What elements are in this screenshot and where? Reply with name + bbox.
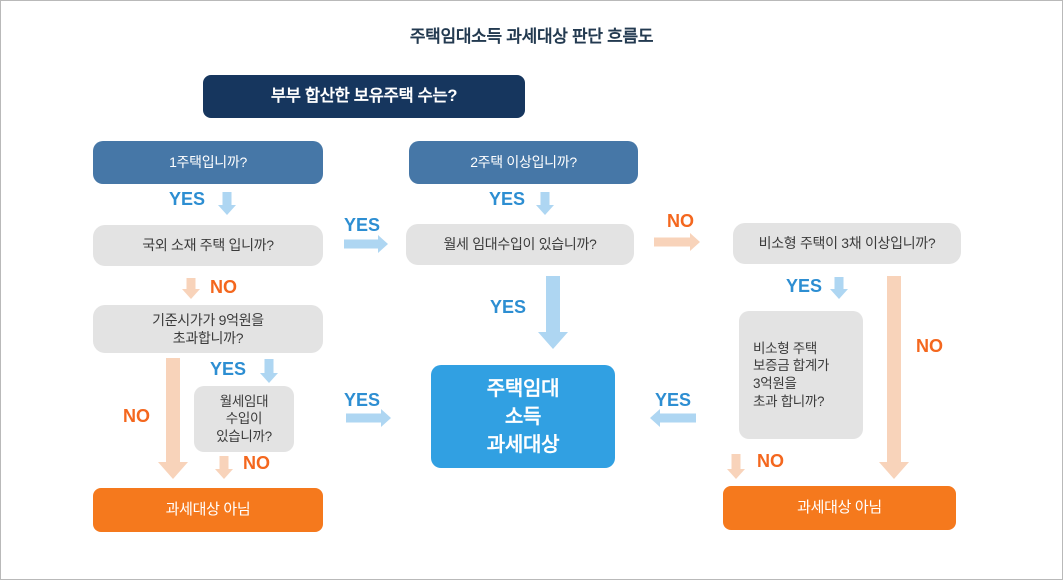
page-title: 주택임대소득 과세대상 판단 흐름도 xyxy=(409,27,654,46)
arrow-yes-monthly-rent-single-icon xyxy=(346,409,391,427)
label-yes-non-small: YES xyxy=(786,276,823,296)
node-not-taxable-right: 과세대상 아님 xyxy=(723,486,956,530)
arrow-yes-multi-house-icon xyxy=(535,192,555,215)
node-multi-house: 2주택 이상입니까? xyxy=(409,141,638,184)
label-no-deposit: NO xyxy=(757,451,784,471)
label-yes-to-monthly-rent: YES xyxy=(344,215,381,235)
node-monthly-rent-multi: 월세 임대수입이 있습니까? xyxy=(406,224,634,265)
label-yes-multi-house: YES xyxy=(489,189,526,209)
arrow-yes-one-house-icon xyxy=(217,192,237,215)
arrow-yes-deposit-icon xyxy=(650,409,696,427)
node-monthly-rent-single: 월세임대 수입이 있습니까? xyxy=(194,386,294,452)
label-no-base-price: NO xyxy=(123,406,150,426)
node-overseas-house: 국외 소재 주택 입니까? xyxy=(93,225,323,266)
arrow-no-base-price-long-icon xyxy=(158,358,188,479)
node-base-price: 기준시가가 9억원을 초과합니까? xyxy=(93,305,323,353)
arrow-no-to-non-small-icon xyxy=(654,233,700,251)
label-yes-monthly-rent-multi: YES xyxy=(490,297,527,317)
arrow-yes-monthly-rent-multi-icon xyxy=(538,276,568,349)
arrow-no-overseas-icon xyxy=(181,278,201,299)
label-yes-deposit: YES xyxy=(655,390,692,410)
label-yes-monthly-rent-single: YES xyxy=(344,390,381,410)
arrow-yes-to-monthly-rent-icon xyxy=(344,235,388,253)
arrow-no-deposit-icon xyxy=(726,454,746,479)
node-taxable-result: 주택임대 소득 과세대상 xyxy=(431,365,615,468)
arrow-yes-base-price-icon xyxy=(259,359,279,383)
node-not-taxable-left: 과세대상 아님 xyxy=(93,488,323,532)
label-no-to-non-small: NO xyxy=(667,211,694,231)
label-yes-base-price: YES xyxy=(210,359,247,379)
label-no-monthly-rent-single: NO xyxy=(243,453,270,473)
arrow-no-monthly-rent-single-icon xyxy=(214,456,234,479)
label-yes-one-house: YES xyxy=(169,189,206,209)
label-no-overseas: NO xyxy=(210,277,237,297)
node-non-small-three: 비소형 주택이 3채 이상입니까? xyxy=(733,223,961,264)
node-root-question: 부부 합산한 보유주택 수는? xyxy=(203,75,525,118)
node-one-house: 1주택입니까? xyxy=(93,141,323,184)
node-deposit-sum: 비소형 주택 보증금 합계가 3억원을 초과 합니까? xyxy=(739,311,863,439)
arrow-no-non-small-long-icon xyxy=(879,276,909,479)
label-no-non-small: NO xyxy=(916,336,943,356)
arrow-yes-non-small-icon xyxy=(829,277,849,299)
